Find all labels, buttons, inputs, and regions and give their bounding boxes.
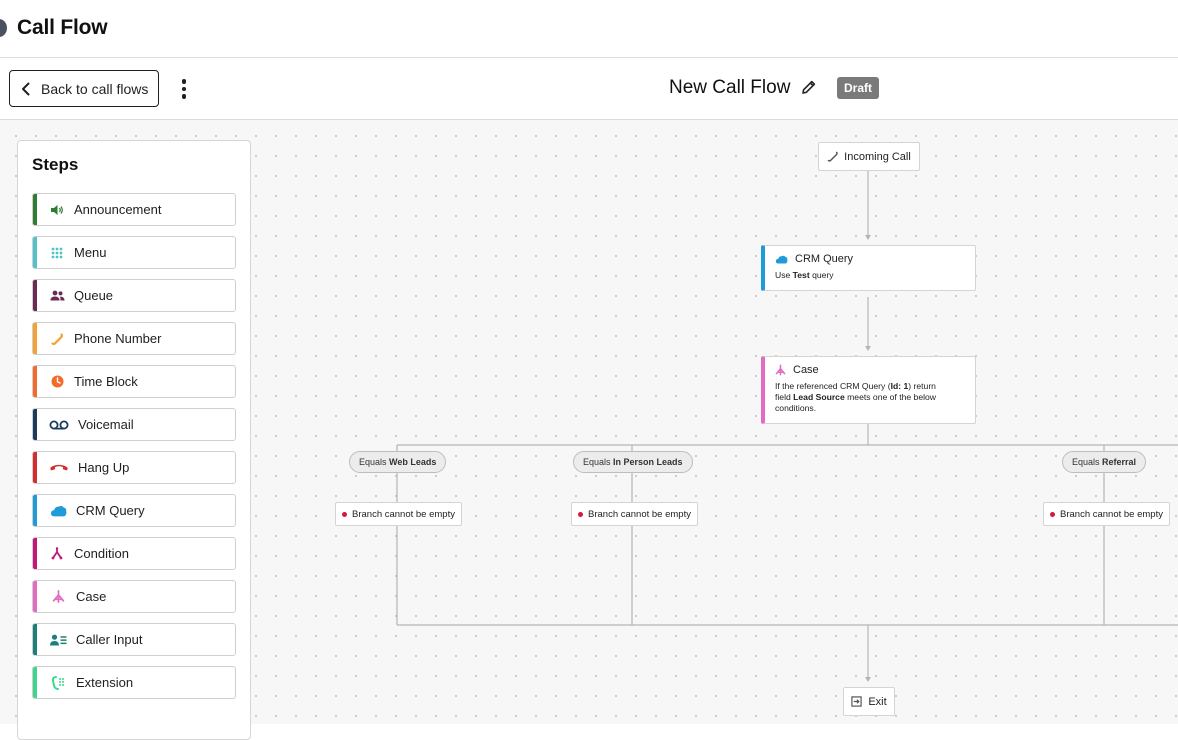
flow-connectors [396,171,1178,682]
branch-error-text: Branch cannot be empty [588,508,691,520]
case-description: If the referenced CRM Query (Id: 1) retu… [775,381,936,413]
step-label: Extension [76,675,134,690]
condition-icon [48,546,66,562]
branch-label-referral[interactable]: Equals Referral [1062,451,1147,473]
step-label: Caller Input [76,632,143,647]
back-button-label: Back to call flows [41,80,149,97]
step-label: Time Block [74,374,138,389]
cloud-icon [775,255,788,264]
exit-label: Exit [868,695,887,708]
cloud-icon [48,503,68,519]
extension-icon [48,675,68,691]
back-to-call-flows-button[interactable]: Back to call flows [9,70,159,107]
chevron-left-icon [22,82,30,95]
phone-icon [827,151,838,162]
phone-icon [48,331,66,347]
branch-empty-placeholder[interactable]: Branch cannot be empty [571,502,698,526]
exit-icon [851,696,863,707]
step-crm-query[interactable]: CRM Query [32,494,236,527]
step-caller-input[interactable]: Caller Input [32,623,236,656]
step-voicemail[interactable]: Voicemail [32,408,236,441]
more-options-icon[interactable] [172,76,196,102]
caller-input-icon [48,632,68,648]
crm-query-description: Use Test query [775,270,834,280]
step-label: Condition [74,546,129,561]
keypad-icon [48,245,66,261]
branch-error-text: Branch cannot be empty [1060,508,1163,520]
case-icon [775,364,786,376]
step-time-block[interactable]: Time Block [32,365,236,398]
step-extension[interactable]: Extension [32,666,236,699]
crm-query-node[interactable]: CRM Query Use Test query [761,245,976,291]
incoming-call-label: Incoming Call [844,150,911,163]
step-label: CRM Query [76,503,145,518]
step-menu[interactable]: Menu [32,236,236,269]
step-label: Announcement [74,202,162,217]
incoming-call-node[interactable]: Incoming Call [818,142,920,171]
branch-label-web-leads[interactable]: Equals Web Leads [349,451,447,473]
step-condition[interactable]: Condition [32,537,236,570]
error-dot-icon [578,511,583,517]
step-phone-number[interactable]: Phone Number [32,322,236,355]
steps-panel-title: Steps [32,155,79,174]
pencil-icon[interactable] [801,79,817,95]
step-announcement[interactable]: Announcement [32,193,236,226]
clock-icon [48,374,66,390]
step-case[interactable]: Case [32,580,236,613]
toolbar: Back to call flows New Call Flow Draft [0,58,1178,120]
flow-name: New Call Flow [669,77,791,98]
status-badge: Draft [837,77,880,99]
exit-node[interactable]: Exit [843,687,895,716]
branch-empty-placeholder[interactable]: Branch cannot be empty [335,502,462,526]
title-bar: Call Flow [0,0,1178,58]
branch-label-in-person-leads[interactable]: Equals In Person Leads [573,451,693,473]
step-label: Menu [74,245,107,260]
crm-query-title: CRM Query [795,253,854,265]
step-label: Phone Number [74,331,162,346]
case-icon [48,589,68,605]
branch-empty-placeholder[interactable]: Branch cannot be empty [1043,502,1170,526]
step-queue[interactable]: Queue [32,279,236,312]
step-label: Hang Up [78,460,130,475]
step-label: Voicemail [78,417,134,432]
step-label: Queue [74,288,114,303]
step-hang-up[interactable]: Hang Up [32,451,236,484]
voicemail-icon [48,417,70,433]
error-dot-icon [1050,511,1055,517]
case-node[interactable]: Case If the referenced CRM Query (Id: 1)… [761,356,976,424]
hangup-icon [48,460,70,476]
step-label: Case [76,589,107,604]
speaker-icon [48,202,66,218]
page-title: Call Flow [17,16,108,39]
steps-panel: Steps Announcement Menu Queue [17,140,251,740]
error-dot-icon [342,511,347,517]
branch-error-text: Branch cannot be empty [352,508,455,520]
app-logo-icon [0,19,7,37]
people-icon [48,288,66,304]
case-title: Case [793,364,819,376]
